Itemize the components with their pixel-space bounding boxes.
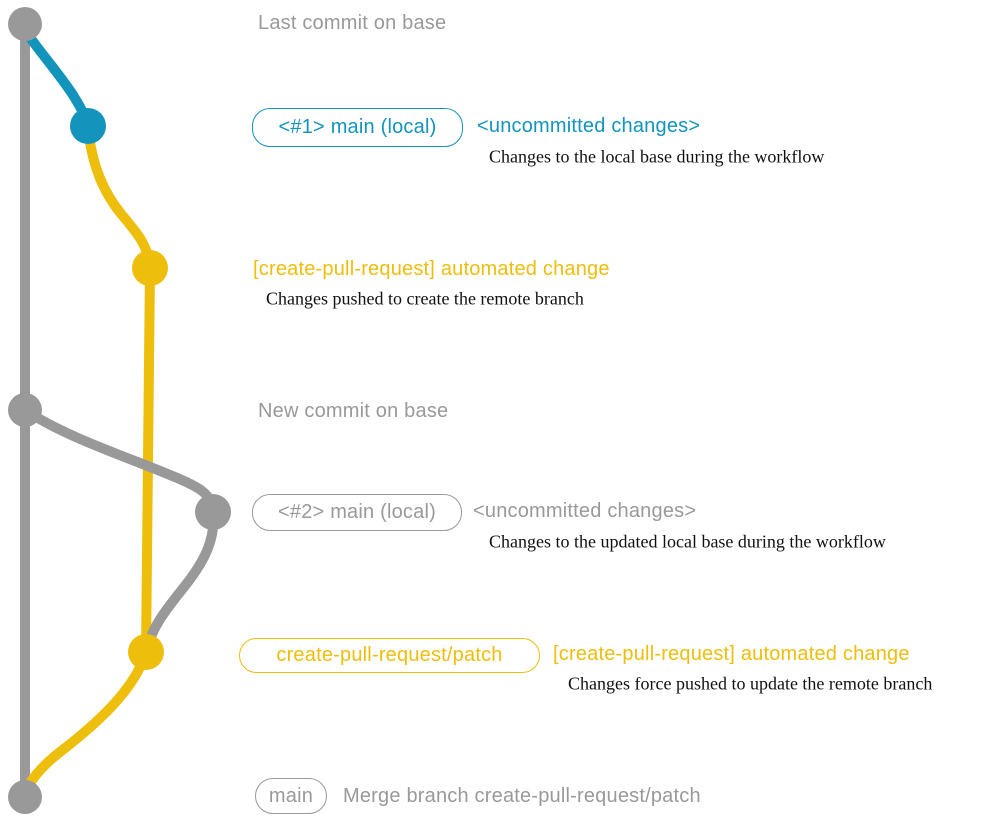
branch-badge-main-local-2-label: <#2> main (local) [278,501,436,523]
commit-message-local-main-2: <uncommitted changes> [473,500,697,522]
commit-description-patch-1: Changes pushed to create the remote bran… [266,288,584,309]
commit-message-patch-2: [create-pull-request] automated change [553,643,910,665]
commit-message-local-main-1: <uncommitted changes> [477,115,701,137]
local-main-1-branch-line [21,27,92,130]
branch-badge-main-local-2: <#2> main (local) [252,494,462,531]
branch-badge-main-local-1-label: <#1> main (local) [278,116,437,138]
commit-dot-patch-2 [128,634,164,670]
commit-description-patch-2: Changes force pushed to update the remot… [568,673,933,694]
commit-dot-local-main-2 [195,494,231,530]
patch-merge-line [20,647,151,800]
commit-description-local-main-2: Changes to the updated local base during… [489,531,886,552]
branch-badge-main-label: main [268,784,314,807]
patch-branch-line [83,123,155,657]
local-main-2-branch-line-lower [142,507,219,655]
commit-dot-patch-1 [132,250,168,286]
branch-badge-patch: create-pull-request/patch [239,638,540,673]
commit-message-last-base: Last commit on base [258,12,447,34]
commit-message-patch-1: [create-pull-request] automated change [253,258,610,280]
commit-message-new-base: New commit on base [258,400,449,422]
commit-description-local-main-1: Changes to the local base during the wor… [489,146,825,167]
commit-dot-new-base [8,393,42,427]
commit-message-merge: Merge branch create-pull-request/patch [343,785,701,807]
commit-dot-last-base [8,7,42,41]
branch-badge-patch-label: create-pull-request/patch [276,644,503,666]
branch-badge-main: main [255,778,327,814]
local-main-2-branch-line-upper [20,405,218,517]
commit-dot-merge [8,780,42,814]
commit-dot-local-main-1 [70,108,106,144]
branch-badge-main-local-1: <#1> main (local) [252,108,463,147]
